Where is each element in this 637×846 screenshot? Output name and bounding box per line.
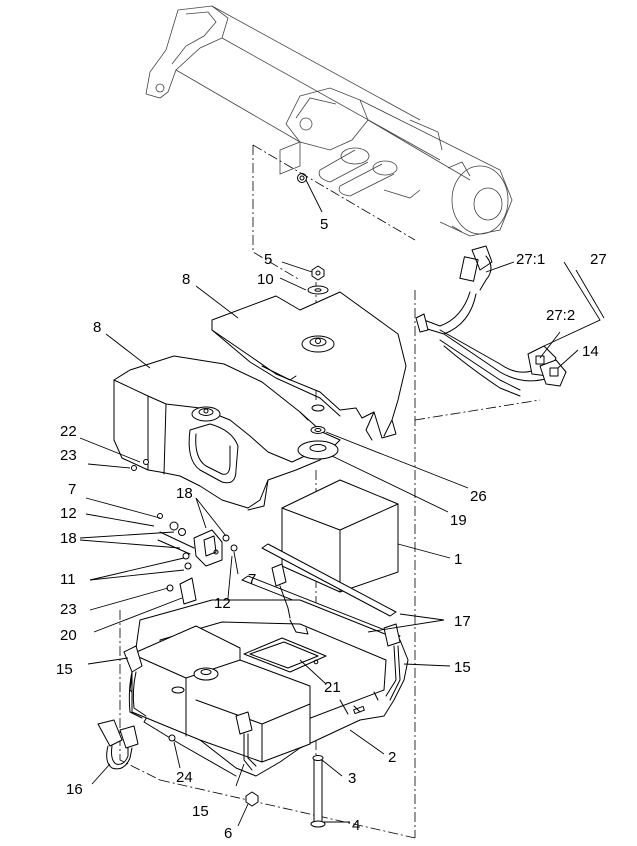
cover-8-upper bbox=[211, 291, 407, 441]
callout-19: 19 bbox=[450, 512, 467, 529]
callout-27-2: 27:2 bbox=[546, 307, 575, 324]
battery-1 bbox=[281, 479, 399, 593]
callout-23-lower: 23 bbox=[60, 601, 77, 618]
cover-8-lower bbox=[113, 355, 341, 511]
callout-17: 17 bbox=[454, 613, 471, 630]
callout-26: 26 bbox=[470, 488, 487, 505]
callout-15-right: 15 bbox=[454, 659, 471, 676]
callout-2: 2 bbox=[388, 749, 396, 766]
cable-15 bbox=[123, 563, 401, 771]
callout-24: 24 bbox=[176, 769, 193, 786]
callout-5-upper: 5 bbox=[320, 216, 328, 233]
callout-15-left: 15 bbox=[56, 661, 73, 678]
frame-assembly bbox=[145, 5, 513, 237]
jumper-16 bbox=[97, 719, 139, 770]
part-24 bbox=[168, 734, 176, 742]
callout-10: 10 bbox=[257, 271, 274, 288]
callout-18-left: 18 bbox=[60, 530, 77, 547]
pad-19 bbox=[297, 440, 339, 460]
callout-18-upper: 18 bbox=[176, 485, 193, 502]
washer-26-stack bbox=[310, 404, 326, 434]
callout-22: 22 bbox=[60, 423, 77, 440]
callout-11: 11 bbox=[60, 571, 76, 588]
callout-27-1: 27:1 bbox=[516, 251, 545, 268]
callout-23-upper: 23 bbox=[60, 447, 77, 464]
callout-5-stack: 5 bbox=[264, 251, 272, 268]
callout-7-left: 7 bbox=[68, 481, 76, 498]
callout-12-right: 12 bbox=[214, 595, 231, 612]
callout-27: 27 bbox=[590, 251, 607, 268]
cable-assembly-27 bbox=[415, 245, 567, 397]
callout-8-lower: 8 bbox=[93, 319, 101, 336]
washer-3 bbox=[312, 755, 324, 761]
nut-5-stack bbox=[311, 265, 325, 281]
callout-21: 21 bbox=[324, 679, 341, 696]
callout-12-left: 12 bbox=[60, 505, 77, 522]
washer-10 bbox=[307, 285, 329, 295]
callout-20: 20 bbox=[60, 627, 77, 644]
callout-14: 14 bbox=[582, 343, 599, 360]
leader-lines bbox=[79, 179, 605, 827]
nut-6 bbox=[245, 791, 259, 807]
nut-5-upper bbox=[297, 173, 307, 183]
callout-4: 4 bbox=[352, 817, 360, 834]
battery-lower bbox=[131, 625, 311, 763]
callout-7-right: 7 bbox=[248, 571, 256, 588]
callout-3: 3 bbox=[348, 770, 356, 787]
callout-1: 1 bbox=[454, 551, 462, 568]
callout-16: 16 bbox=[66, 781, 83, 798]
callout-labels: 5 5 10 8 8 27:1 27 27:2 14 22 23 26 7 18… bbox=[56, 216, 607, 842]
callout-15-bottom: 15 bbox=[192, 803, 209, 820]
callout-6: 6 bbox=[224, 825, 232, 842]
callout-8-upper: 8 bbox=[182, 271, 190, 288]
